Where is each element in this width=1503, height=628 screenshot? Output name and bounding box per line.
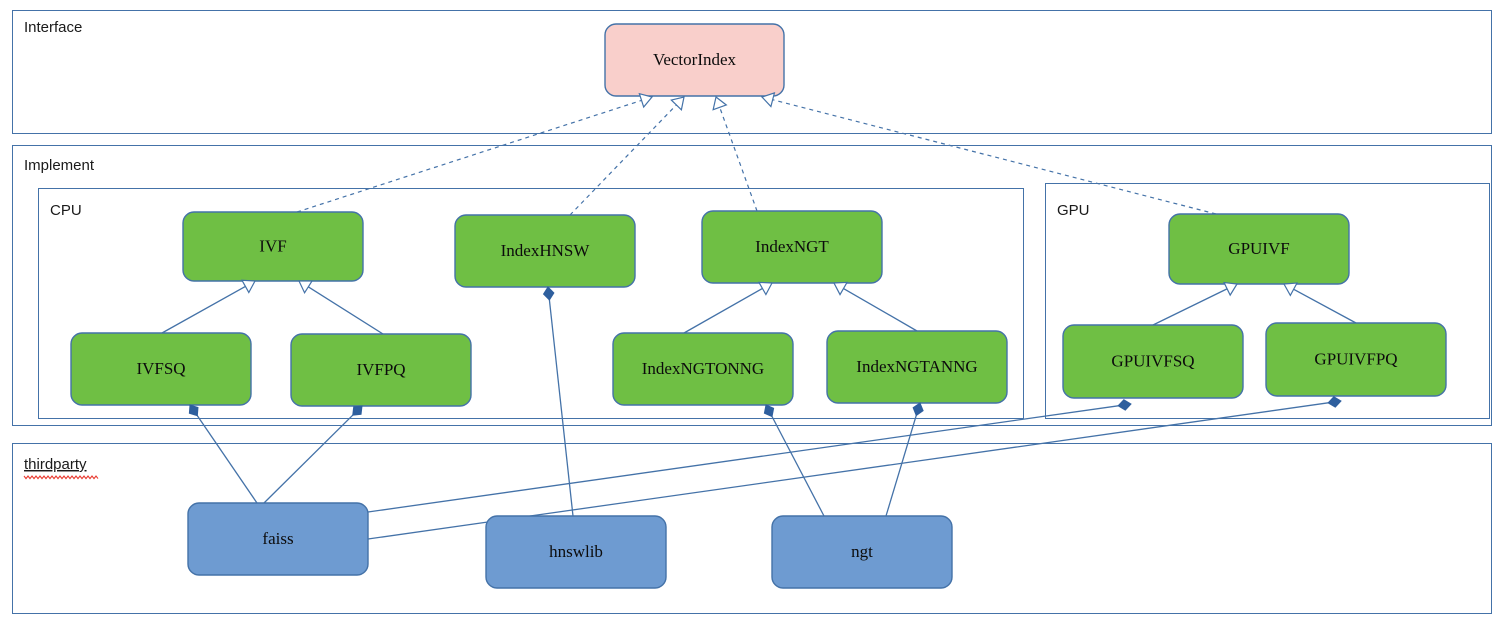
- node-gpuivf[interactable]: GPUIVF: [1168, 213, 1350, 285]
- node-box-ivfsq[interactable]: [70, 332, 252, 406]
- node-ngt[interactable]: ngt: [771, 515, 953, 589]
- node-label-ivf: IVF: [259, 236, 286, 255]
- edge-ivfsq-faiss: [196, 414, 258, 504]
- edge-marker-hollow-triangle-ivf-vectorindex: [638, 92, 654, 109]
- node-box-gpuivf[interactable]: [1168, 213, 1350, 285]
- edge-marker-filled-diamond-ivfsq-faiss: [188, 404, 199, 417]
- edge-gpuivfpq-gpuivf: [1292, 288, 1357, 324]
- node-box-indexngtonng[interactable]: [612, 332, 794, 406]
- edge-marker-filled-diamond-ivfpq-faiss: [352, 405, 363, 416]
- container-label-cpu: CPU: [50, 202, 82, 219]
- node-label-indexngtanng: IndexNGTANNG: [856, 357, 977, 376]
- node-box-indexngtanng[interactable]: [826, 330, 1008, 404]
- node-indexngt[interactable]: IndexNGT: [701, 210, 883, 284]
- node-box-ngt[interactable]: [771, 515, 953, 589]
- node-indexngtanng[interactable]: IndexNGTANNG: [826, 330, 1008, 404]
- node-ivf[interactable]: IVF: [182, 211, 364, 282]
- node-ivfpq[interactable]: IVFPQ: [290, 333, 472, 407]
- node-vectorindex[interactable]: VectorIndex: [604, 23, 785, 97]
- node-label-indexhnsw: IndexHNSW: [501, 241, 591, 260]
- edge-marker-hollow-triangle-indexhnsw-vectorindex: [670, 96, 685, 111]
- node-box-vectorindex[interactable]: [604, 23, 785, 97]
- node-box-indexhnsw[interactable]: [454, 214, 636, 288]
- node-faiss[interactable]: faiss: [187, 502, 369, 576]
- node-label-vectorindex: VectorIndex: [653, 50, 737, 69]
- markers-layer: [188, 92, 1342, 418]
- edge-marker-filled-diamond-indexngtanng-ngt: [912, 402, 924, 417]
- node-label-gpuivfsq: GPUIVFSQ: [1111, 351, 1194, 370]
- edge-marker-hollow-triangle-gpuivfpq-gpuivf: [1283, 282, 1299, 297]
- edge-indexngtonng-ngt: [770, 415, 825, 517]
- spellcheck-underline-icon: [23, 475, 99, 480]
- edge-gpuivfsq-gpuivf: [1152, 287, 1229, 326]
- node-box-hnswlib[interactable]: [485, 515, 667, 589]
- container-label-thirdparty: thirdparty: [24, 456, 87, 473]
- node-label-faiss: faiss: [262, 529, 293, 548]
- container-label-implement: Implement: [24, 157, 95, 174]
- edge-marker-filled-diamond-gpuivfsq-faiss: [1117, 399, 1132, 411]
- node-hnswlib[interactable]: hnswlib: [485, 515, 667, 589]
- node-label-indexngt: IndexNGT: [755, 237, 829, 256]
- node-gpuivfsq[interactable]: GPUIVFSQ: [1062, 324, 1244, 399]
- edge-ivfpq-ivf: [307, 285, 384, 335]
- node-box-ivfpq[interactable]: [290, 333, 472, 407]
- edge-marker-hollow-triangle-gpuivf-vectorindex: [760, 92, 776, 108]
- node-label-hnswlib: hnswlib: [549, 542, 603, 561]
- node-indexngtonng[interactable]: IndexNGTONNG: [612, 332, 794, 406]
- edge-ivfpq-faiss: [263, 413, 354, 504]
- node-label-ivfpq: IVFPQ: [356, 360, 405, 379]
- edge-indexngtonng-indexngt: [683, 287, 764, 334]
- edge-ivfsq-ivf: [161, 285, 247, 334]
- edge-marker-hollow-triangle-ivfpq-ivf: [298, 280, 314, 295]
- edge-marker-filled-diamond-indexhnsw-hnswlib: [542, 286, 555, 301]
- node-box-gpuivfsq[interactable]: [1062, 324, 1244, 399]
- edge-marker-hollow-triangle-indexngtanng-indexngt: [833, 281, 849, 296]
- node-label-gpuivf: GPUIVF: [1228, 239, 1289, 258]
- node-box-indexngt[interactable]: [701, 210, 883, 284]
- node-label-ivfsq: IVFSQ: [136, 359, 185, 378]
- edge-marker-hollow-triangle-indexngt-vectorindex: [712, 95, 728, 111]
- edge-gpuivfsq-faiss: [367, 405, 1120, 513]
- edge-marker-filled-diamond-indexngtonng-ngt: [763, 404, 775, 418]
- node-box-ivf[interactable]: [182, 211, 364, 282]
- node-box-faiss[interactable]: [187, 502, 369, 576]
- edge-marker-hollow-triangle-indexngtonng-indexngt: [757, 281, 773, 296]
- edge-indexngt-vectorindex: [718, 106, 758, 212]
- edge-indexngtanng-indexngt: [842, 287, 918, 332]
- container-label-interface: Interface: [24, 19, 82, 36]
- node-label-indexngtonng: IndexNGTONNG: [642, 359, 764, 378]
- edge-marker-filled-diamond-gpuivfpq-faiss: [1327, 396, 1342, 408]
- node-indexhnsw[interactable]: IndexHNSW: [454, 214, 636, 288]
- node-box-gpuivfpq[interactable]: [1265, 322, 1447, 397]
- node-gpuivfpq[interactable]: GPUIVFPQ: [1265, 322, 1447, 397]
- edge-marker-hollow-triangle-gpuivfsq-gpuivf: [1223, 281, 1239, 297]
- edge-indexhnsw-vectorindex: [569, 103, 678, 216]
- node-label-ngt: ngt: [851, 542, 873, 561]
- edge-marker-hollow-triangle-ivfsq-ivf: [240, 279, 256, 294]
- node-label-gpuivfpq: GPUIVFPQ: [1314, 349, 1397, 368]
- container-label-gpu: GPU: [1057, 202, 1090, 219]
- edge-indexngtanng-ngt: [885, 414, 918, 517]
- edge-indexhnsw-hnswlib: [548, 298, 574, 517]
- node-ivfsq[interactable]: IVFSQ: [70, 332, 252, 406]
